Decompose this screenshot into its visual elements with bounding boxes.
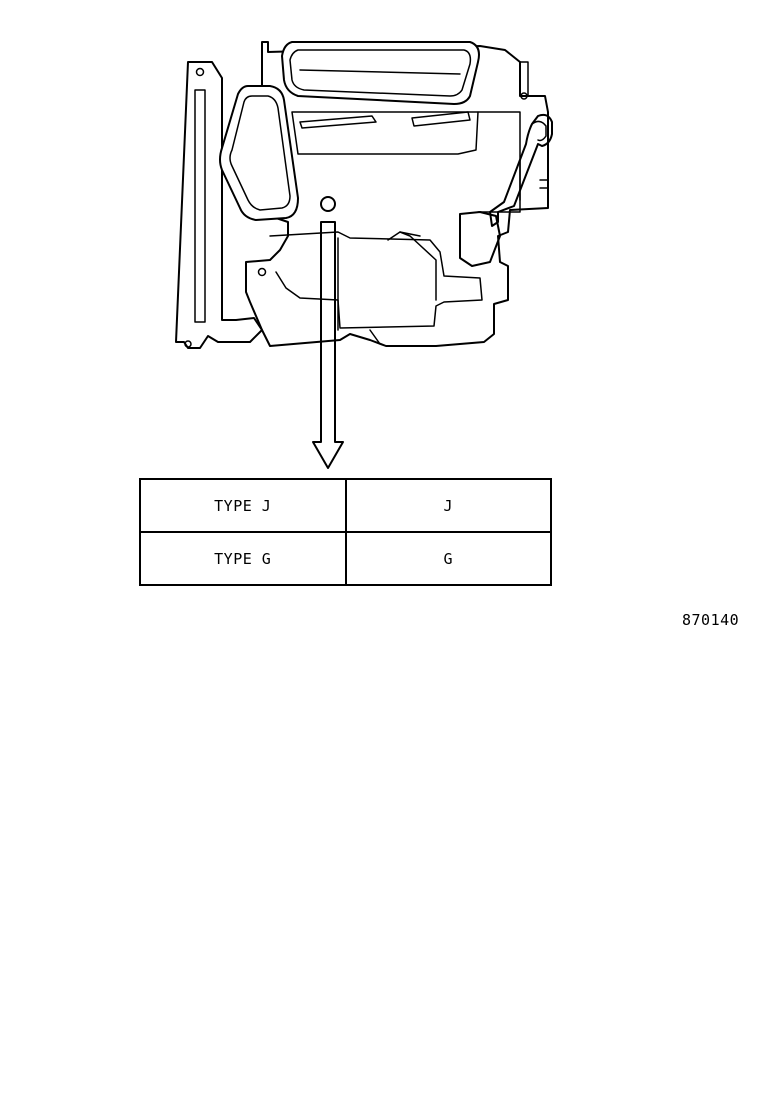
marking-pointer-arrow: [312, 196, 344, 469]
type-cell: TYPE J: [139, 478, 347, 533]
side-duct-outlet: [219, 85, 299, 221]
figure-number: 870140: [682, 611, 740, 629]
mark-cell: G: [344, 531, 552, 586]
right-side-hose: [459, 113, 553, 267]
top-duct-outlet: [281, 41, 480, 105]
table-row: TYPE J J: [139, 478, 552, 533]
mark-cell: J: [344, 478, 552, 533]
type-mark-table: TYPE J J TYPE G G: [139, 478, 552, 586]
table-row: TYPE G G: [139, 531, 552, 586]
type-cell: TYPE G: [139, 531, 347, 586]
